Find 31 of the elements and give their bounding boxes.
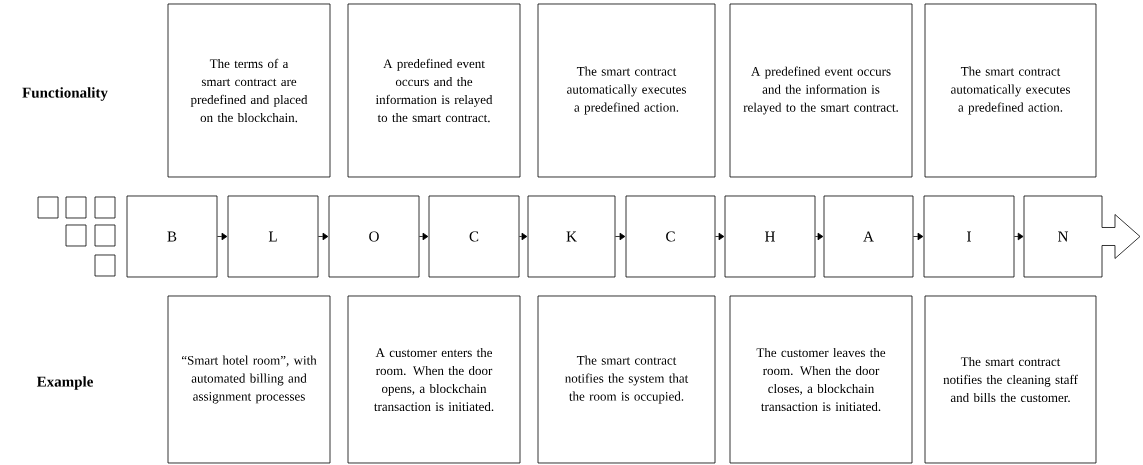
letter-box: K xyxy=(527,195,616,278)
arrow xyxy=(217,232,228,241)
letter-box: C xyxy=(625,195,716,278)
letter-box: A xyxy=(823,195,914,278)
letter-box: I xyxy=(923,195,1015,278)
text-box: A predefined event occurs and the information is relayed to the smart contract. xyxy=(347,3,521,178)
text-box: The smart contract notifies the system that the room is occupied. xyxy=(537,295,716,464)
letter-box: B xyxy=(126,195,218,278)
letter-box: L xyxy=(227,195,319,278)
arrow xyxy=(1014,232,1024,241)
text-box: The terms of a smart contract are predefined and placed on the blockchain. xyxy=(167,3,331,178)
arrow-box: N xyxy=(1023,195,1141,278)
arrow xyxy=(913,232,924,241)
row-label: Example xyxy=(36,376,93,390)
arrow xyxy=(615,232,626,241)
row-label: Functionality xyxy=(22,87,108,101)
arrow xyxy=(519,232,528,241)
text-box: “Smart hotel room”, with automated billing and assignment processes xyxy=(167,295,331,464)
letter-box: C xyxy=(428,195,520,278)
text-box: The smart contract notifies the cleaning staff and bills the customer. xyxy=(924,295,1097,464)
arrow xyxy=(318,232,329,241)
arrow xyxy=(419,232,429,241)
text-box: The smart contract automatically executes a predefined action. xyxy=(924,3,1097,178)
text-box: The smart contract automatically executes a predefined action. xyxy=(537,3,716,178)
arrow xyxy=(715,232,725,241)
arrow xyxy=(815,232,824,241)
text-box: The customer leaves the room. When the door closes, a blockchain transaction is initiated. xyxy=(729,295,913,464)
letter-box: H xyxy=(724,195,816,278)
letter-box: O xyxy=(328,195,420,278)
text-box: A predefined event occurs and the information is relayed to the smart contract. xyxy=(729,3,913,178)
text-box: A customer enters the room. When the door opens, a blockchain transaction is initiated. xyxy=(347,295,521,464)
